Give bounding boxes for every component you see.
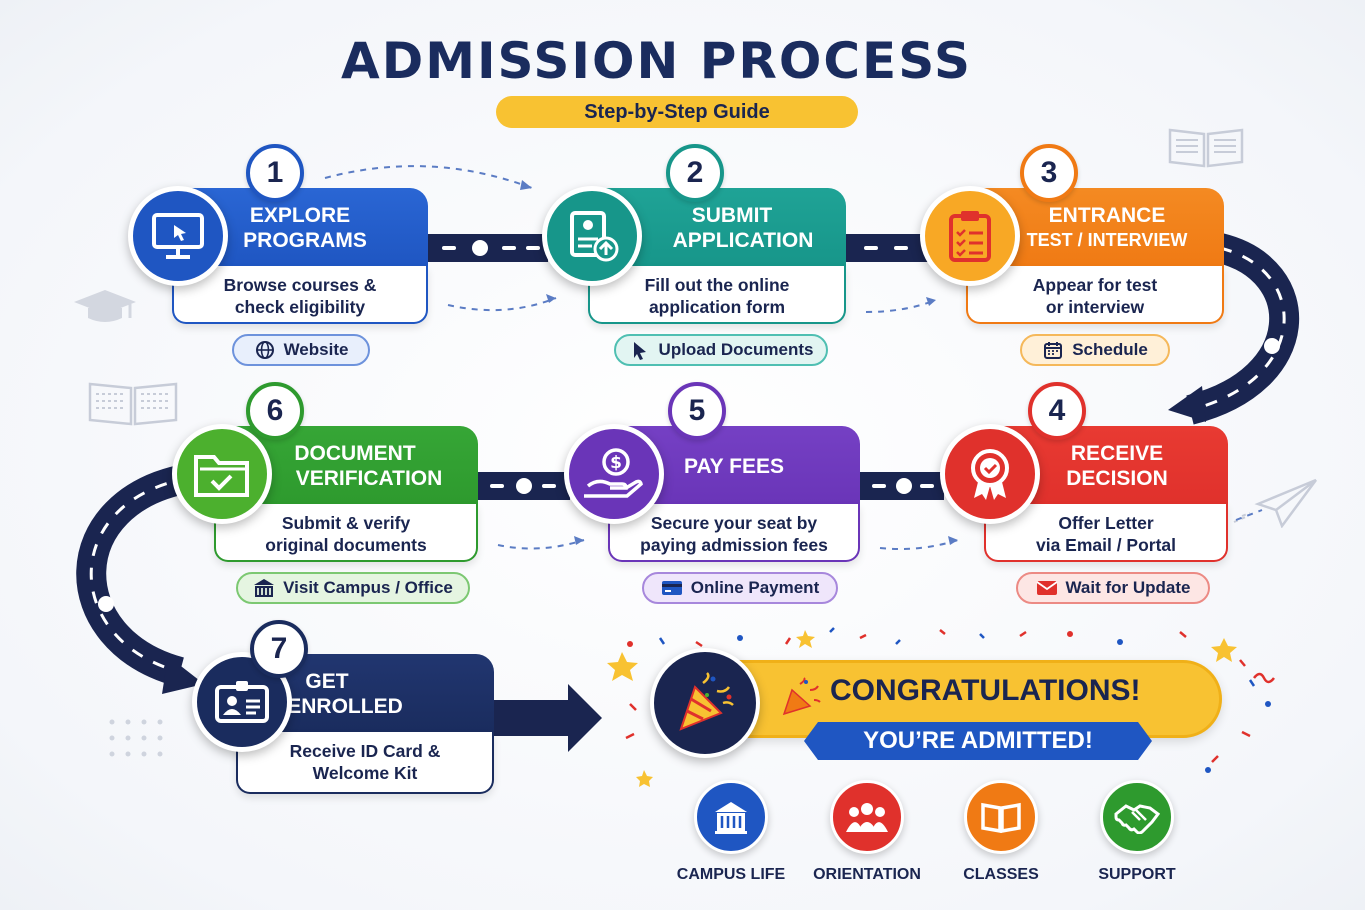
step-desc-line2: original documents [265,535,427,555]
dot-grid-decor [109,719,163,757]
clipboard-checklist-icon [920,186,1020,286]
step-title-line1: EXPLORE [249,204,351,227]
svg-text:$: $ [610,453,622,473]
open-book-decor-icon-2 [88,382,178,426]
graduation-cap-decor-icon [74,290,136,322]
admitted-banner: YOU’RE ADMITTED! [804,722,1152,760]
page-title: ADMISSION PROCESS [341,32,972,90]
step-title-line2: VERIFICATION [295,467,443,490]
small-party-popper-icon [782,677,821,716]
step-desc-line2: paying admission fees [640,535,828,555]
step-number: 6 [246,382,304,440]
hand-dollar-icon: $ [564,424,664,524]
step-desc-line1: Browse courses & [223,275,377,295]
step-title-line2: ENROLLED [287,695,403,718]
step-desc-line1: Submit & verify [281,513,411,533]
step-number: 2 [666,144,724,202]
step-title-line1: GET [305,670,349,693]
step-title-line1: DOCUMENT [294,442,416,465]
step-number: 3 [1020,144,1078,202]
step-desc-line1: Appear for test [1032,275,1158,295]
step-desc-line2: application form [648,297,786,317]
step-title-line2: PROGRAMS [243,229,367,252]
globe-icon [254,339,276,361]
credit-card-icon [661,577,683,599]
website-tag[interactable]: Website [232,334,370,366]
step-desc-line2: Welcome Kit [312,763,418,783]
step-desc-line1: Fill out the online [644,275,790,295]
road-6-5 [476,472,570,500]
step-title-line2: TEST / INTERVIEW [1026,230,1188,250]
step-title-line2: DECISION [1066,467,1168,490]
group-people-icon [830,780,904,854]
open-book-icon [964,780,1038,854]
perk-orientation[interactable]: ORIENTATION [792,780,942,884]
step-desc-line1: Offer Letter [1058,513,1154,533]
perk-classes[interactable]: CLASSES [926,780,1076,884]
step-number: 4 [1028,382,1086,440]
road-1-2 [428,234,548,262]
road-2-3 [846,234,928,262]
visit-campus-tag[interactable]: Visit Campus / Office [236,572,470,604]
tag-label: Website [283,340,349,359]
tag-label: Online Payment [690,578,820,597]
open-book-decor-icon [1168,128,1244,168]
party-popper-icon [650,648,760,758]
step-number: 7 [250,620,308,678]
page-subtitle: Step-by-Step Guide [496,96,858,128]
tag-label: Visit Campus / Office [283,578,453,597]
step-title-line1: SUBMIT [691,204,773,227]
step-desc-line1: Secure your seat by [650,513,818,533]
calendar-icon [1042,339,1064,361]
perk-support[interactable]: SUPPORT [1062,780,1212,884]
building-icon [253,577,275,599]
perk-campus-life[interactable]: CAMPUS LIFE [656,780,806,884]
application-upload-icon [542,186,642,286]
cursor-icon [629,339,651,361]
tag-label: Schedule [1072,340,1148,359]
step-desc-line2: check eligibility [234,297,366,317]
step-title-line1: ENTRANCE [1048,204,1166,227]
step-title-line2: APPLICATION [672,229,814,252]
folder-check-icon [172,424,272,524]
upload-documents-tag[interactable]: Upload Documents [614,334,828,366]
road-5-4 [860,472,944,500]
step-desc-line2: via Email / Portal [1035,535,1177,555]
award-badge-icon [940,424,1040,524]
step-title-line1: RECEIVE [1070,442,1164,465]
envelope-icon [1035,577,1058,599]
perk-label: SUPPORT [1098,866,1176,883]
schedule-tag[interactable]: Schedule [1020,334,1170,366]
step-desc-line2: or interview [1045,297,1145,317]
confetti-decor [607,627,1275,787]
online-payment-tag[interactable]: Online Payment [642,572,838,604]
step-number: 1 [246,144,304,202]
handshake-icon [1100,780,1174,854]
step-desc-line1: Receive ID Card & [289,741,441,761]
perk-label: CLASSES [963,866,1039,883]
congratulations-headline: CONGRATULATIONS! [830,674,1141,707]
tag-label: Wait for Update [1065,578,1191,597]
paper-plane-decor-icon [1233,478,1318,528]
perk-label: ORIENTATION [813,866,921,883]
wait-for-update-tag[interactable]: Wait for Update [1016,572,1210,604]
tag-label: Upload Documents [658,340,814,359]
perk-label: CAMPUS LIFE [676,866,786,883]
step-title-line1: PAY FEES [684,455,784,478]
monitor-icon [128,186,228,286]
campus-building-icon [694,780,768,854]
step-number: 5 [668,382,726,440]
